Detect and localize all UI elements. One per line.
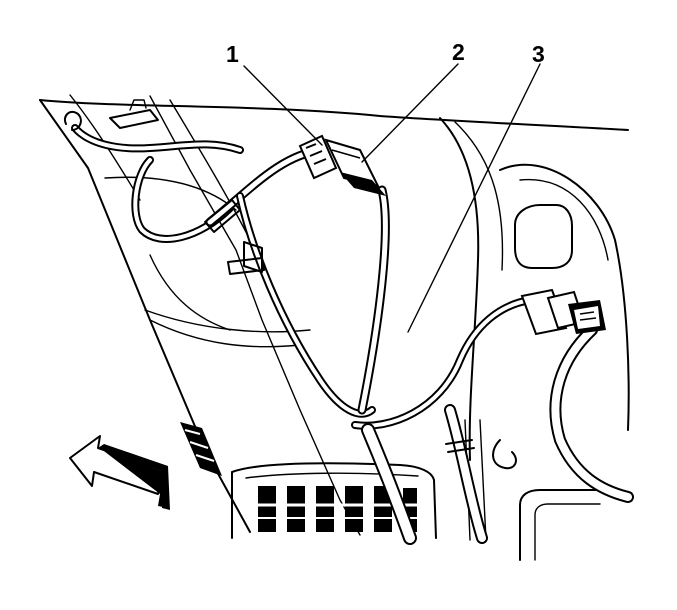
callout-label-2: 2: [452, 39, 465, 65]
callout-label-3: 3: [532, 41, 545, 67]
harness-clip-left: [64, 110, 82, 131]
vent-grille: [231, 462, 437, 539]
connector-1: [298, 134, 338, 180]
harness-clip-top: [109, 99, 159, 129]
wire-tie: [204, 199, 241, 233]
forward-direction-arrow-icon: [69, 435, 170, 510]
trim-stripes: [180, 422, 222, 476]
retainer-clip: [227, 241, 265, 275]
callout-leader-lines: [243, 63, 541, 333]
connector-right: [520, 288, 606, 336]
callout-label-1: 1: [226, 41, 239, 67]
connector-2: [324, 138, 386, 196]
